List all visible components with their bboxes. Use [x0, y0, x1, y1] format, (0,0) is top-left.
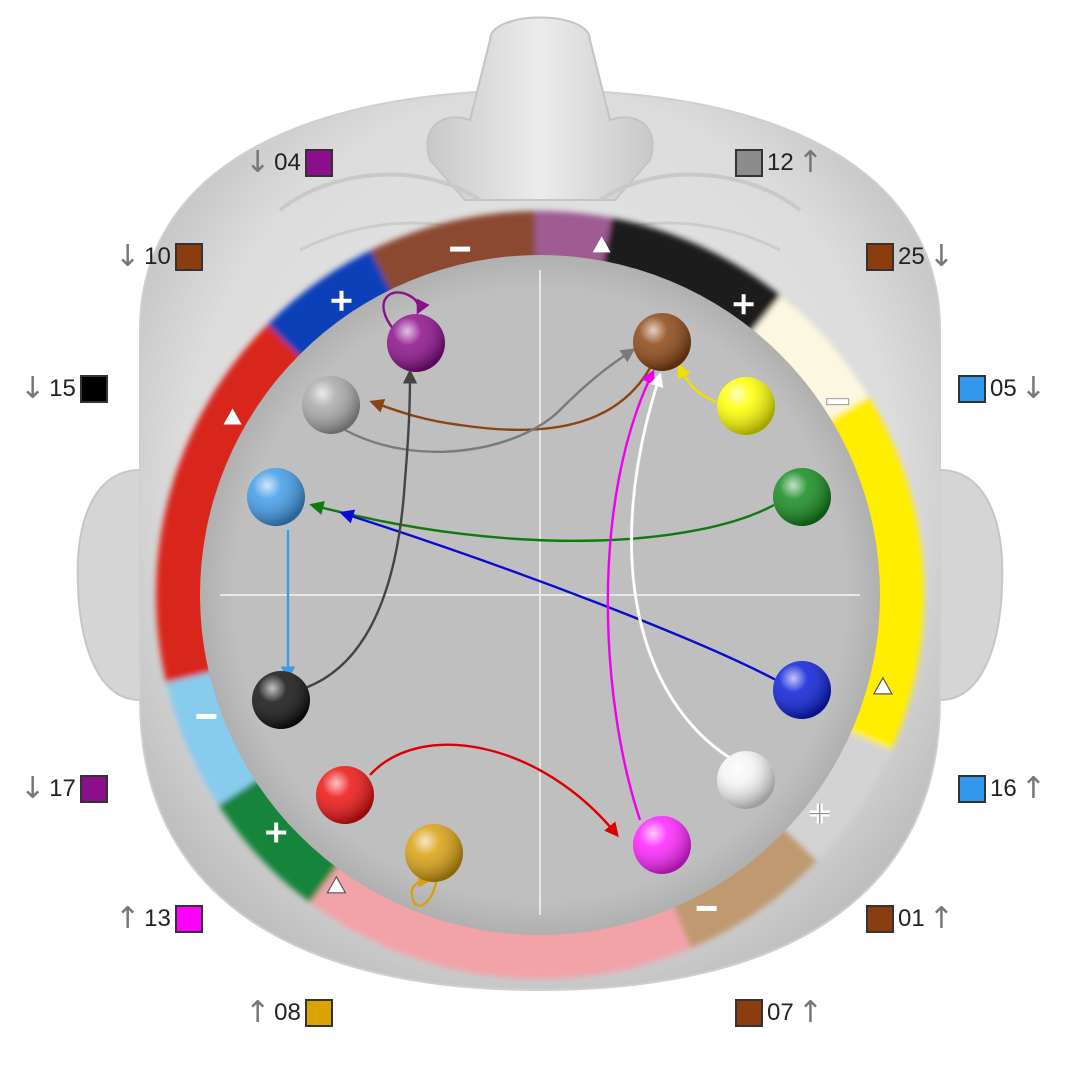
arrow-up-icon: ↑	[929, 904, 954, 934]
arrow-down-icon: ↓	[115, 242, 140, 272]
color-swatch	[175, 243, 203, 271]
channel-label-10: ↓10	[115, 242, 203, 272]
minus-marker-icon	[450, 247, 470, 252]
channel-label-01: 01↑	[866, 904, 954, 934]
left-ear-icon	[78, 470, 140, 700]
channel-number: 04	[274, 149, 301, 177]
color-swatch	[305, 999, 333, 1027]
arrow-down-icon: ↓	[1021, 374, 1046, 404]
node-yellow	[717, 377, 775, 435]
color-swatch	[866, 243, 894, 271]
node-black	[252, 671, 310, 729]
color-swatch	[958, 775, 986, 803]
arrow-down-icon: ↓	[20, 774, 45, 804]
arrow-down-icon: ↓	[929, 242, 954, 272]
node-magenta	[633, 816, 691, 874]
node-gold	[405, 824, 463, 882]
node-light-blue	[247, 468, 305, 526]
color-swatch	[735, 999, 763, 1027]
arrow-up-icon: ↑	[798, 148, 823, 178]
channel-number: 17	[49, 775, 76, 803]
channel-number: 13	[144, 905, 171, 933]
arrow-down-icon: ↓	[20, 374, 45, 404]
arrow-up-icon: ↑	[1021, 774, 1046, 804]
channel-number: 08	[274, 999, 301, 1027]
minus-marker-icon	[697, 906, 717, 911]
channel-label-08: ↑08	[245, 998, 333, 1028]
color-swatch	[305, 149, 333, 177]
color-swatch	[958, 375, 986, 403]
node-purple	[387, 314, 445, 372]
color-swatch	[80, 775, 108, 803]
channel-label-16: 16↑	[958, 774, 1046, 804]
minus-marker-icon	[196, 714, 216, 719]
right-ear-icon	[940, 470, 1002, 700]
arrow-down-icon: ↓	[245, 148, 270, 178]
node-gray	[302, 376, 360, 434]
channel-label-04: ↓04	[245, 148, 333, 178]
channel-label-13: ↑13	[115, 904, 203, 934]
node-green	[773, 468, 831, 526]
color-swatch	[735, 149, 763, 177]
color-swatch	[866, 905, 894, 933]
channel-number: 25	[898, 243, 925, 271]
channel-number: 15	[49, 375, 76, 403]
node-white	[717, 751, 775, 809]
node-brown	[633, 313, 691, 371]
minus-marker-icon	[827, 399, 849, 405]
channel-label-25: 25↓	[866, 242, 954, 272]
channel-label-05: 05↓	[958, 374, 1046, 404]
channel-label-07: 07↑	[735, 998, 823, 1028]
channel-number: 05	[990, 375, 1017, 403]
arrow-up-icon: ↑	[245, 998, 270, 1028]
node-blue	[773, 661, 831, 719]
channel-label-12: 12↑	[735, 148, 823, 178]
channel-label-15: ↓15	[20, 374, 108, 404]
channel-number: 10	[144, 243, 171, 271]
channel-number: 01	[898, 905, 925, 933]
channel-number: 12	[767, 149, 794, 177]
channel-number: 07	[767, 999, 794, 1027]
arrow-up-icon: ↑	[798, 998, 823, 1028]
channel-number: 16	[990, 775, 1017, 803]
arrow-up-icon: ↑	[115, 904, 140, 934]
color-swatch	[175, 905, 203, 933]
node-red	[316, 766, 374, 824]
channel-label-17: ↓17	[20, 774, 108, 804]
color-swatch	[80, 375, 108, 403]
